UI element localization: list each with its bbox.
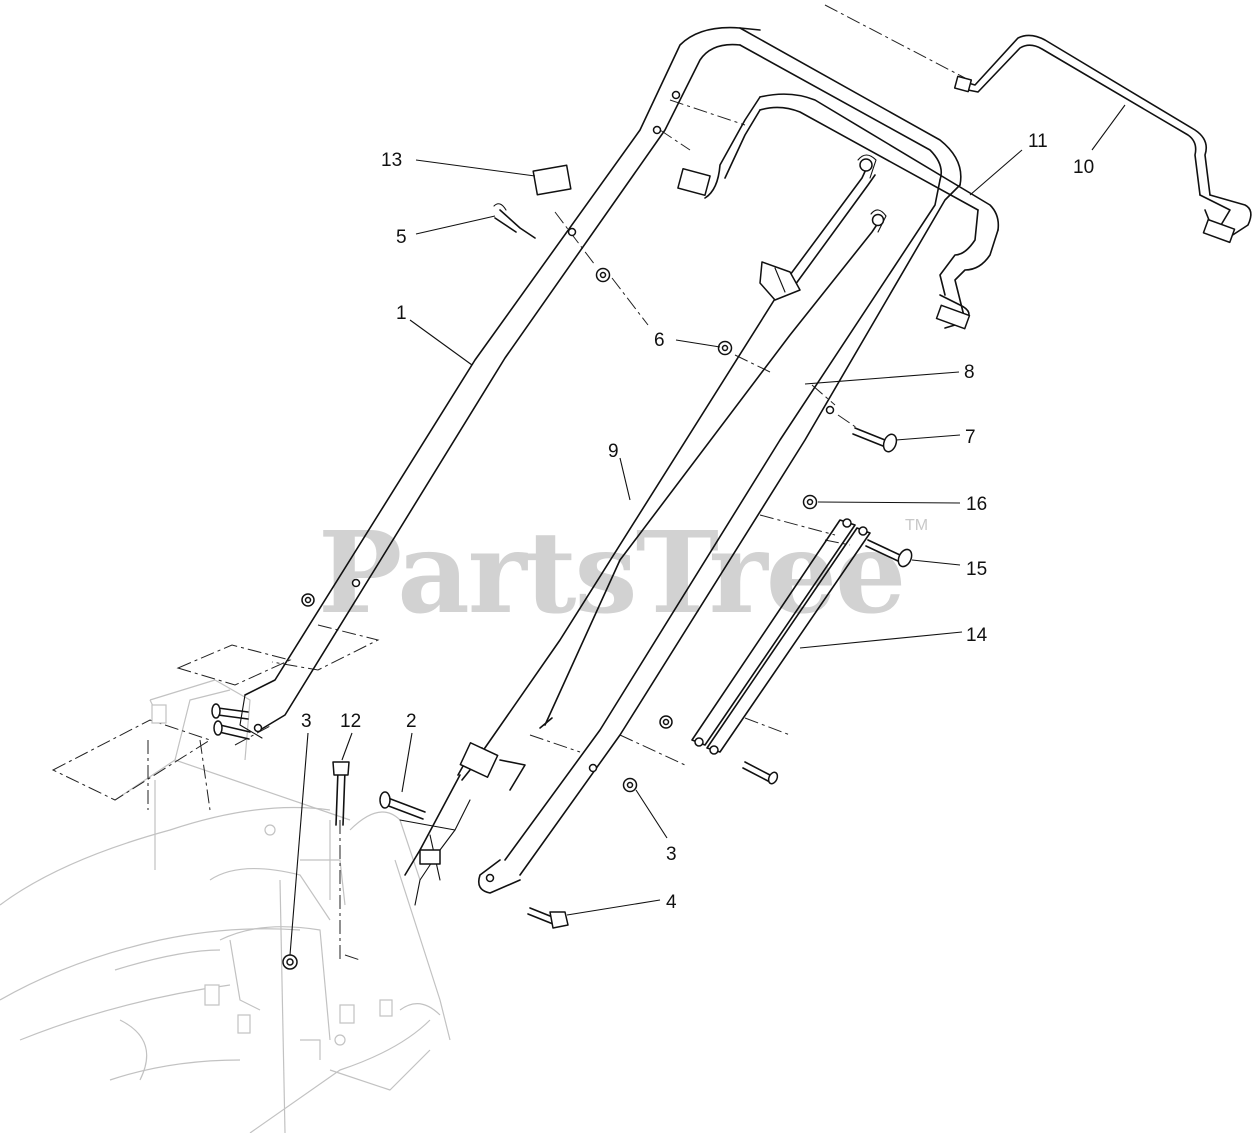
callout-15: 15 [966,559,987,580]
right-handle-tube [477,93,1000,894]
callout-11: 11 [1028,131,1048,152]
callout-16: 16 [966,494,987,515]
callout-9: 9 [608,441,619,462]
dashed-construction-lines [51,4,966,961]
callout-2: 2 [406,711,417,732]
cable-clip [759,261,801,301]
carriage-bolt [852,427,898,453]
watermark: PartsTree TM [318,508,928,639]
callout-3-right: 3 [666,844,677,865]
callout-1: 1 [396,303,407,324]
watermark-trademark: TM [905,517,928,534]
callout-10: 10 [1073,157,1094,178]
bolt-4 [549,911,569,929]
leader-lines [289,104,1126,956]
clip-pin [493,203,536,239]
callout-8: 8 [964,362,975,383]
bolt-12 [332,761,350,776]
callout-6: 6 [654,330,665,351]
bolt-15 [865,539,913,568]
callout-5: 5 [396,227,407,248]
callout-4: 4 [666,892,677,913]
bolt-2 [379,791,391,809]
callout-7: 7 [965,427,976,448]
decal [532,164,572,196]
callout-14: 14 [966,625,988,646]
mower-housing [0,679,451,1133]
callouts: 13 5 1 6 11 10 8 7 9 16 15 14 3 12 2 3 4 [301,131,1094,913]
lower-bolts [149,699,569,929]
watermark-brand: PartsTree [318,508,904,639]
nuts [282,267,818,970]
callout-13: 13 [381,150,402,171]
callout-12: 12 [340,711,361,732]
callout-3-left: 3 [301,711,312,732]
control-bail [953,34,1252,244]
handle-links [691,518,871,785]
upper-handle-tube [239,26,962,739]
